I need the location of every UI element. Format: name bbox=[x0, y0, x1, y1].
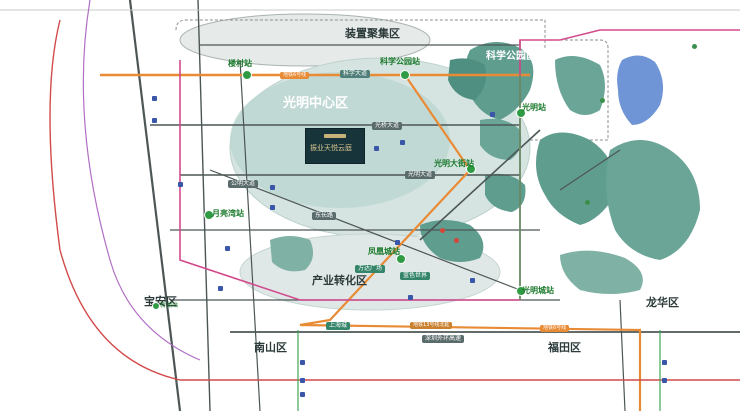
project-logo bbox=[324, 134, 346, 138]
poi-pin bbox=[662, 378, 667, 383]
poi-pin bbox=[662, 360, 667, 365]
poi-pin bbox=[400, 140, 405, 145]
guangming-ave-tag: 光明大道 bbox=[405, 171, 436, 179]
futian-label: 福田区 bbox=[548, 341, 581, 354]
industry-zone-label: 产业转化区 bbox=[312, 274, 367, 287]
wanda-poi: 万达广场 bbox=[355, 265, 386, 273]
poi-pin bbox=[470, 278, 475, 283]
gongming-tag: 公明大道 bbox=[228, 180, 259, 188]
poi-pin bbox=[270, 185, 275, 190]
equipment-zone-label: 装置聚集区 bbox=[345, 27, 400, 40]
project-marker[interactable]: 振业天悦云庭 bbox=[305, 128, 365, 164]
road-diag-3 bbox=[559, 149, 621, 191]
equipment-zone-ellipse bbox=[179, 13, 431, 67]
poi-pin bbox=[490, 112, 495, 117]
road-diag-1 bbox=[209, 169, 521, 291]
line13-tag: 地铁13号线北延 bbox=[410, 322, 453, 329]
yueliangwan-station-label: 月亮湾站 bbox=[212, 209, 244, 218]
poi-pin bbox=[270, 205, 275, 210]
green-hill-8 bbox=[480, 118, 522, 160]
poi-pin bbox=[440, 228, 445, 233]
poi-pin bbox=[300, 392, 305, 397]
poi-pin bbox=[152, 96, 157, 101]
guangming-ave-station-label: 光明大街站 bbox=[434, 159, 474, 168]
science-park-boundary bbox=[519, 39, 609, 141]
guangming-station-label: 光明站 bbox=[522, 103, 546, 112]
metro-line-red bbox=[49, 19, 740, 381]
poi-pin bbox=[152, 118, 157, 123]
longhua-label: 龙华区 bbox=[646, 296, 679, 309]
guangqiao-tag: 光桥大道 bbox=[372, 122, 403, 130]
poi-pin bbox=[600, 98, 605, 103]
poi-pin bbox=[454, 238, 459, 243]
poi-pin bbox=[374, 146, 379, 151]
poi-pin bbox=[300, 360, 305, 365]
road-right-v bbox=[619, 299, 626, 411]
kexue-park-station-icon bbox=[400, 70, 410, 80]
metro-line-13-orange bbox=[299, 74, 642, 411]
poi-pin bbox=[692, 44, 697, 49]
poi-pin bbox=[218, 286, 223, 291]
poi-pin bbox=[225, 246, 230, 251]
poi-pin bbox=[408, 295, 413, 300]
waihuan-tag: 深圳外环高速 bbox=[422, 335, 465, 343]
poi-pin bbox=[395, 240, 400, 245]
green-hill-3 bbox=[606, 140, 700, 260]
green-hill-4 bbox=[555, 56, 605, 115]
line6-tag: 地铁6号线 bbox=[280, 72, 310, 79]
baoan-label: 宝安区 bbox=[144, 295, 177, 308]
kexue-park-station-label: 科学公园站 bbox=[380, 57, 420, 66]
guangming-ave-station-icon bbox=[466, 164, 476, 174]
guangming-city-station-icon bbox=[516, 286, 526, 296]
metro-line-purple bbox=[82, 0, 201, 361]
center-zone-label: 光明中心区 bbox=[283, 96, 349, 111]
fenghuang-city-station-icon bbox=[396, 254, 406, 264]
bumpworld-poi: 蓝色世界 bbox=[400, 272, 431, 280]
poi-pin bbox=[585, 200, 590, 205]
green-hill-7 bbox=[448, 58, 487, 100]
green-hill-6 bbox=[270, 236, 314, 272]
project-name: 振业天悦云庭 bbox=[310, 144, 352, 152]
guangming-station-icon bbox=[516, 108, 526, 118]
xinhu-station-icon bbox=[152, 302, 160, 310]
line6b-tag: 地铁6号线 bbox=[540, 325, 570, 332]
shanghai-poi: 上海城 bbox=[326, 322, 351, 330]
xinhu-station-label: 新湖站 bbox=[160, 302, 179, 309]
nanshan-label: 南山区 bbox=[254, 341, 287, 354]
road-vertical-1 bbox=[128, 0, 182, 411]
fenghuang-city-station-label: 凤凰城站 bbox=[368, 247, 400, 256]
green-hill-9 bbox=[560, 250, 643, 294]
louchun-station-label: 楼村站 bbox=[228, 59, 252, 68]
road-vertical-3 bbox=[239, 59, 261, 411]
science-park-zone-label: 科学公园区 bbox=[486, 51, 536, 62]
lake bbox=[617, 55, 664, 125]
road-vertical-2 bbox=[197, 0, 211, 411]
dongchang-tag: 东长路 bbox=[312, 212, 337, 220]
poi-pin bbox=[300, 378, 305, 383]
guangming-city-station-label: 光明城站 bbox=[522, 286, 554, 295]
green-hill-10 bbox=[485, 173, 526, 212]
kexue-ave-tag: 科学大道 bbox=[340, 70, 371, 78]
louchun-station-icon bbox=[242, 70, 252, 80]
equipment-dashed-frame bbox=[175, 19, 546, 48]
green-hill-1 bbox=[465, 41, 534, 120]
poi-pin bbox=[178, 182, 183, 187]
yueliangwan-station-icon bbox=[204, 210, 214, 220]
